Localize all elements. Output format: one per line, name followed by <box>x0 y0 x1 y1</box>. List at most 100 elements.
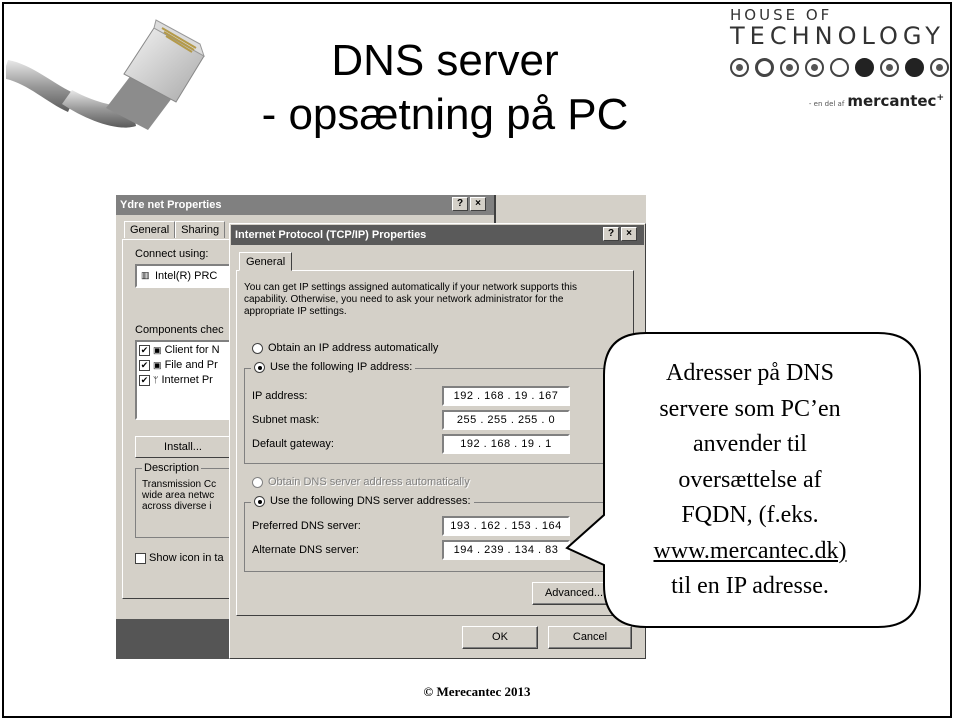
logo-tagline: - en del af <box>808 100 845 108</box>
protocol-icon: ᛘ <box>153 375 159 385</box>
description-label: Description <box>142 462 202 474</box>
subnet-mask-label: Subnet mask: <box>252 414 320 426</box>
logo-technology: TECHNOLOGY <box>730 22 945 50</box>
callout-line: servere som PC’en <box>659 395 841 422</box>
back-window-panel: Connect using: ▥ Intel(R) PRC Components… <box>122 239 490 599</box>
obtain-ip-label: Obtain an IP address automatically <box>268 342 439 354</box>
copyright-footer: © Merecantec 2013 <box>423 684 531 699</box>
back-window-tabs: General Sharing <box>124 221 226 238</box>
back-window-title: Ydre net Properties <box>120 199 222 211</box>
logo-dot <box>905 58 924 77</box>
front-window-titlebar: Internet Protocol (TCP/IP) Properties ? … <box>231 225 644 245</box>
callout-line: anvender til <box>693 431 807 457</box>
back-close-button[interactable]: × <box>470 197 486 211</box>
network-cable-image <box>6 19 205 130</box>
ip-address-input[interactable]: 192 . 168 . 19 . 167 <box>442 386 570 406</box>
adapter-name: Intel(R) PRC <box>155 270 218 282</box>
client-icon: ▣ <box>153 345 162 355</box>
tab-general[interactable]: General <box>124 221 176 238</box>
description-line: Transmission Cc <box>142 479 217 490</box>
use-ip-option[interactable]: Use the following IP address: <box>251 361 416 373</box>
tcpip-properties-window: Internet Protocol (TCP/IP) Properties ? … <box>229 223 646 659</box>
logo-dot <box>830 58 849 77</box>
subnet-mask-input[interactable]: 255 . 255 . 255 . 0 <box>442 410 570 430</box>
component-item[interactable]: ✔▣ Client for N <box>139 344 220 356</box>
description-line: across diverse i <box>142 501 212 512</box>
obtain-dns-label: Obtain DNS server address automatically <box>268 476 470 488</box>
use-ip-radio[interactable] <box>254 361 265 373</box>
obtain-dns-auto-option[interactable]: Obtain DNS server address automatically <box>252 476 470 488</box>
front-window-title: Internet Protocol (TCP/IP) Properties <box>235 229 427 241</box>
component-item[interactable]: ✔▣ File and Pr <box>139 359 218 371</box>
description-group: Description Transmission Cc wide area ne… <box>135 462 235 538</box>
callout-text: Adresser på DNS servere som PC’en anvend… <box>600 356 900 605</box>
front-close-button[interactable]: × <box>621 227 637 241</box>
logo-dot <box>930 58 949 77</box>
component-label: File and Pr <box>164 359 218 371</box>
logo-brand: mercantec <box>847 92 937 110</box>
slide-title: DNS server - opsætning på PC <box>200 34 690 142</box>
logo-dot <box>855 58 874 77</box>
slide-title-line-1: DNS server <box>331 36 559 85</box>
components-list[interactable]: ✔▣ Client for N ✔▣ File and Pr ✔ᛘ Intern… <box>135 340 235 420</box>
logo-dot <box>780 58 799 77</box>
logo-dot <box>805 58 824 77</box>
windows-dialog-screenshot: Ydre net Properties ? × General Sharing … <box>116 195 646 659</box>
back-window-titlebar: Ydre net Properties ? × <box>116 195 494 215</box>
obtain-dns-radio[interactable] <box>252 476 263 488</box>
preferred-dns-input[interactable]: 193 . 162 . 153 . 164 <box>442 516 570 536</box>
adapter-field[interactable]: ▥ Intel(R) PRC <box>135 264 235 288</box>
front-window-title-buttons: ? × <box>603 227 637 241</box>
show-icon-option[interactable]: Show icon in ta <box>135 552 224 564</box>
back-window-title-buttons: ? × <box>452 197 486 211</box>
logo-dot <box>880 58 899 77</box>
front-help-button[interactable]: ? <box>603 227 619 241</box>
cancel-button[interactable]: Cancel <box>548 626 632 649</box>
obtain-ip-auto-option[interactable]: Obtain an IP address automatically <box>252 342 438 354</box>
alternate-dns-input[interactable]: 194 . 239 . 134 . 83 <box>442 540 570 560</box>
default-gateway-input[interactable]: 192 . 168 . 19 . 1 <box>442 434 570 454</box>
description-text: Transmission Cc wide area netwc across d… <box>142 479 216 512</box>
ok-button[interactable]: OK <box>462 626 538 649</box>
logo-brand-mark: + <box>936 93 944 103</box>
component-item[interactable]: ✔ᛘ Internet Pr <box>139 374 213 386</box>
file-sharing-icon: ▣ <box>153 360 162 370</box>
ip-address-label: IP address: <box>252 390 308 402</box>
logo-house-of: HOUSE OF <box>730 6 833 24</box>
callout-line: Adresser på DNS <box>666 360 834 386</box>
component-label: Client for N <box>164 344 220 356</box>
slide-title-line-2: - opsætning på PC <box>261 90 629 139</box>
callout-line: oversættelse af <box>678 466 822 493</box>
connect-using-label: Connect using: <box>135 248 209 260</box>
use-dns-label: Use the following DNS server addresses: <box>270 495 471 507</box>
intro-text: You can get IP settings assigned automat… <box>244 282 577 317</box>
use-dns-radio[interactable] <box>254 495 265 507</box>
preferred-dns-label: Preferred DNS server: <box>252 520 361 532</box>
default-gateway-label: Default gateway: <box>252 438 334 450</box>
show-icon-checkbox[interactable] <box>135 552 146 564</box>
description-line: wide area netwc <box>142 490 215 501</box>
component-checkbox[interactable]: ✔ <box>139 374 150 386</box>
callout-line: til en IP adresse. <box>671 573 829 599</box>
use-ip-label: Use the following IP address: <box>270 361 413 373</box>
dns-server-group: Use the following DNS server addresses: <box>244 495 626 572</box>
install-button[interactable]: Install... <box>135 436 231 458</box>
alternate-dns-label: Alternate DNS server: <box>252 544 359 556</box>
tab-sharing[interactable]: Sharing <box>175 221 226 238</box>
callout-line: FQDN, (f.eks. <box>681 502 819 528</box>
use-dns-option[interactable]: Use the following DNS server addresses: <box>251 495 474 507</box>
logo-dot <box>755 58 774 77</box>
component-label: Internet Pr <box>161 374 213 386</box>
back-help-button[interactable]: ? <box>452 197 468 211</box>
obtain-ip-radio[interactable] <box>252 342 263 354</box>
logo-dot <box>730 58 749 77</box>
show-icon-label: Show icon in ta <box>149 552 224 564</box>
component-checkbox[interactable]: ✔ <box>139 359 150 371</box>
logo-dots <box>730 58 954 77</box>
tab-general-tcpip[interactable]: General <box>239 252 293 271</box>
component-checkbox[interactable]: ✔ <box>139 344 150 356</box>
components-label: Components chec <box>135 324 224 336</box>
callout-url-link[interactable]: www.mercantec.dk) <box>653 537 847 564</box>
